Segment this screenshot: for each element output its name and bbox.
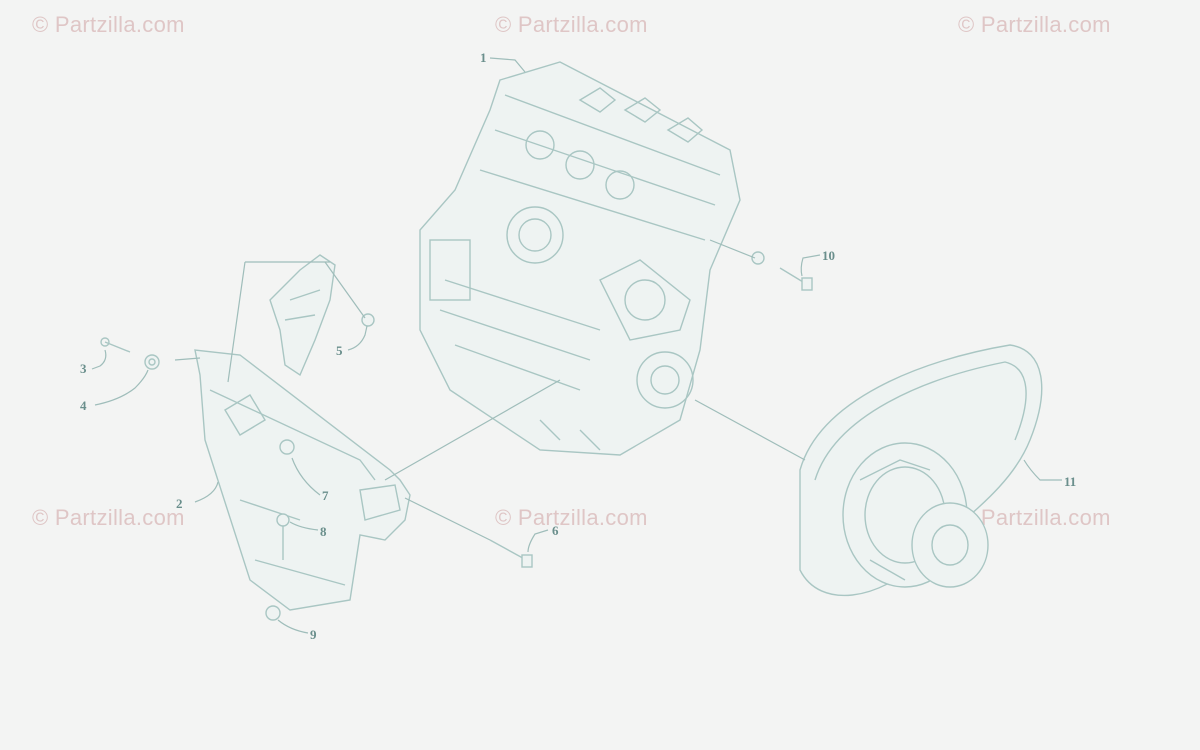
clutch-drawing [842, 442, 989, 588]
watermark: © Partzilla.com [32, 12, 185, 37]
nut-7 [279, 439, 295, 455]
bolt-3 [100, 337, 131, 353]
bolt-10 [751, 251, 813, 291]
bracket-drawing [194, 349, 411, 611]
engine-mount-drawing [269, 254, 336, 377]
callout-1[interactable]: 1 [480, 50, 487, 65]
callout-9[interactable]: 9 [310, 627, 317, 642]
watermark: © Partzilla.com [32, 505, 185, 530]
callout-8[interactable]: 8 [320, 524, 327, 539]
watermark: © Partzilla.com [958, 12, 1111, 37]
callout-2[interactable]: 2 [176, 496, 183, 511]
bolt-8 [276, 513, 290, 560]
engine-drawing [419, 61, 741, 456]
bolt-6 [489, 539, 533, 568]
watermark: © Partzilla.com [495, 12, 648, 37]
watermark: © Partzilla.com [495, 505, 648, 530]
callout-5[interactable]: 5 [336, 343, 343, 358]
callouts: 1 2 3 4 5 6 7 8 9 10 11 [80, 50, 1076, 642]
callout-11[interactable]: 11 [1064, 474, 1076, 489]
callout-6[interactable]: 6 [552, 523, 559, 538]
nut-4 [144, 354, 160, 370]
callout-4[interactable]: 4 [80, 398, 87, 413]
callout-7[interactable]: 7 [322, 488, 329, 503]
leader-lines [91, 57, 1062, 634]
nut-9 [265, 605, 281, 621]
callout-3[interactable]: 3 [80, 361, 87, 376]
callout-10[interactable]: 10 [822, 248, 835, 263]
